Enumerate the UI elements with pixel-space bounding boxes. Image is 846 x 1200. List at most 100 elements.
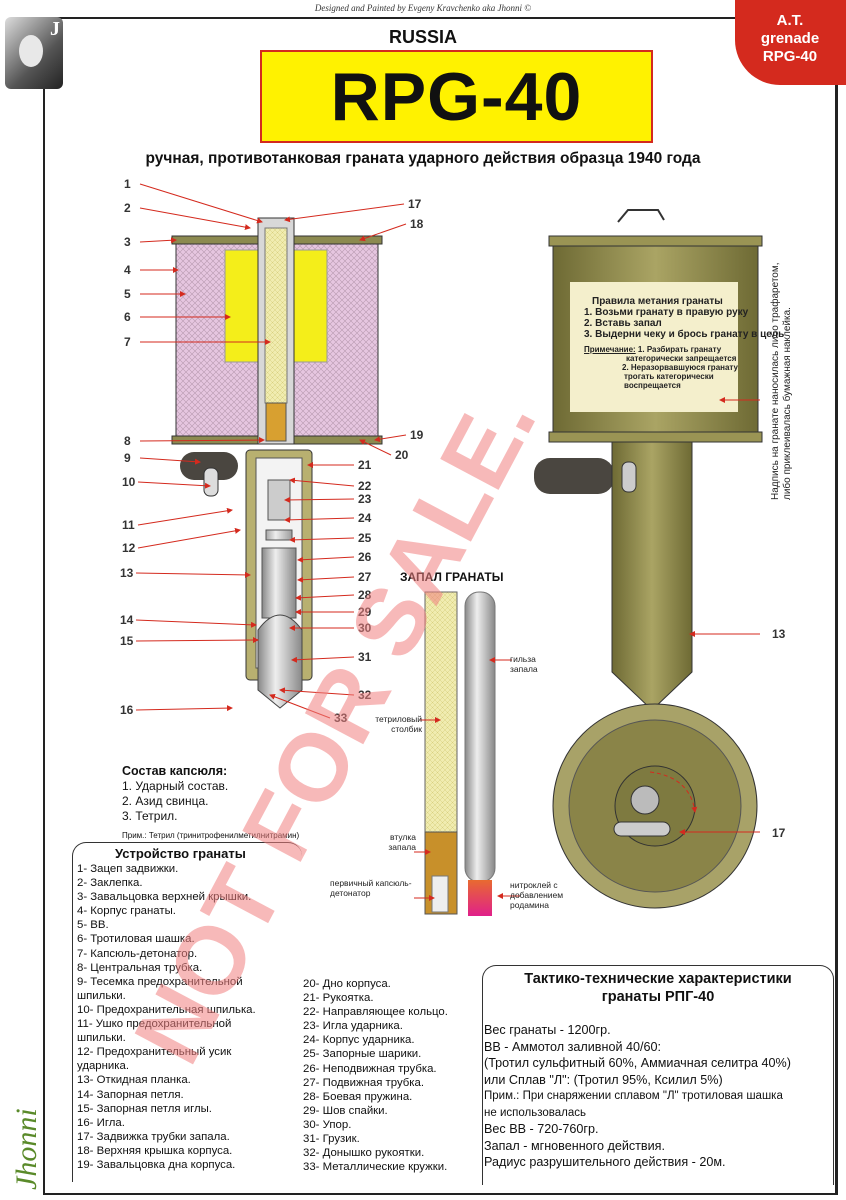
instruction-rule: 2. Вставь запал <box>584 318 662 329</box>
vertical-note: Надпись на гранате наносилась либо трафа… <box>770 260 810 500</box>
callout-number: 7 <box>124 335 131 349</box>
vertical-note-line: Надпись на гранате наносилась либо трафа… <box>770 262 781 500</box>
credit-line: Designed and Painted by Evgeny Kravchenk… <box>314 3 532 13</box>
list-item: шпильки. <box>77 989 126 1002</box>
list-item: Вес ВВ - 720-760гр. <box>484 1122 599 1136</box>
list-item: или Сплав "Л": (Тротил 95%, Ксилил 5%) <box>484 1072 723 1087</box>
callout-number: 13 <box>120 566 134 580</box>
device-box <box>72 842 302 1182</box>
fuze-label-primer: первичный капсюль-детонатор <box>330 878 412 898</box>
side-callout-13: 13 <box>772 627 786 641</box>
callout-leader <box>295 594 355 601</box>
callout-leader <box>284 516 355 523</box>
list-item: Запал - мгновенного действия. <box>484 1138 665 1153</box>
list-item: (Тротил сульфитный 60%, Аммиачная селитр… <box>484 1056 791 1070</box>
list-item: 21- Рукоятка. <box>303 992 374 1005</box>
list-item: 18- Верхняя крышка корпуса. <box>77 1144 233 1157</box>
callout-number: 22 <box>358 479 372 493</box>
device-title: Устройство гранаты <box>115 846 246 861</box>
list-item: Вес гранаты - 1200гр. <box>484 1023 611 1037</box>
list-item: Прим.: При снаряжении сплавом "Л" тротил… <box>484 1090 783 1102</box>
callout-number: 17 <box>408 197 422 211</box>
callout-number: 10 <box>122 475 136 489</box>
specs-title-line: гранаты РПГ-40 <box>601 989 715 1005</box>
list-item: 26- Неподвижная трубка. <box>303 1062 437 1075</box>
callout-leader <box>269 693 331 719</box>
list-item: ВВ - Аммотол заливной 40/60: <box>484 1039 661 1054</box>
list-item: 17- Задвижка трубки запала. <box>77 1130 230 1143</box>
list-item: 3- Завальцовка верхней крышки. <box>77 891 252 904</box>
fuze-label-bushing: втулка запала <box>388 832 416 852</box>
specs-title: Тактико-технические характеристики грана… <box>482 970 834 1006</box>
list-item: 8- Центральная трубка. <box>77 961 203 974</box>
callout-number: 16 <box>120 703 134 717</box>
callout-number: 14 <box>120 613 134 627</box>
capsule-item: 3. Тетрил. <box>122 809 178 823</box>
callout-leader <box>289 536 355 543</box>
list-item: 5- ВВ. <box>77 919 109 932</box>
callout-number: 2 <box>124 201 131 215</box>
list-item: 19- Завальцовка дна корпуса. <box>77 1158 236 1171</box>
list-item: 24- Корпус ударника. <box>303 1034 415 1047</box>
capsule-composition: Состав капсюля: 1. Ударный состав. 2. Аз… <box>122 764 299 843</box>
list-item: 29- Шов спайки. <box>303 1104 388 1117</box>
callout-leader <box>135 705 233 712</box>
specs-box <box>482 965 834 1185</box>
section-view <box>171 217 383 709</box>
list-item: 30- Упор. <box>303 1118 352 1131</box>
list-item: 7- Капсюль-детонатор. <box>77 947 198 960</box>
callout-number: 29 <box>358 605 372 619</box>
instruction-rule: 1. Возьми гранату в правую руку <box>584 307 749 318</box>
author-photo: J <box>5 17 63 89</box>
callout-leader <box>297 556 355 563</box>
fuze-label-sleeve: гильза запала <box>510 654 538 674</box>
device-list-2: 20- Дно корпуса.21- Рукоятка.22- Направл… <box>303 977 483 1174</box>
note-line: трогать категорически <box>624 372 714 381</box>
list-item: ударника. <box>77 1060 130 1073</box>
capsule-title: Состав капсюля: <box>122 764 228 778</box>
callout-number: 28 <box>358 588 372 602</box>
callout-number: 23 <box>358 492 372 506</box>
corner-line: A.T. <box>776 12 804 29</box>
callout-number: 18 <box>410 217 424 231</box>
fuze-label-nitro: нитроклей с добавлением родамина <box>510 880 564 910</box>
list-item: 25- Запорные шарики. <box>303 1048 422 1061</box>
instruction-rule: 3. Выдерни чеку и брось гранату в цель <box>584 329 785 340</box>
callout-number: 19 <box>410 428 424 442</box>
callout-number: 11 <box>122 518 135 532</box>
callout-leader <box>284 496 355 503</box>
corner-line: grenade <box>760 30 820 47</box>
callout-number: 20 <box>395 448 409 462</box>
list-item: шпильки. <box>77 1032 126 1045</box>
poster-frame <box>43 17 838 1195</box>
callout-number: 32 <box>358 688 372 702</box>
capsule-item: 1. Ударный состав. <box>122 779 229 793</box>
fuze-view <box>424 591 496 916</box>
callout-leader <box>137 481 211 489</box>
callout-leader <box>135 571 251 578</box>
callout-number: 12 <box>122 541 136 555</box>
list-item: 27- Подвижная трубка. <box>303 1076 425 1089</box>
callout-leader <box>135 619 257 628</box>
callout-leader <box>279 687 355 696</box>
callout-number: 1 <box>124 177 131 191</box>
page-title: RPG-40 <box>260 50 653 143</box>
capsule-item: 2. Азид свинца. <box>122 794 209 808</box>
callout-leader <box>291 656 355 663</box>
list-item: 28- Боевая пружина. <box>303 1090 413 1103</box>
callout-number: 24 <box>358 511 372 525</box>
specs-title-line: Тактико-технические характеристики <box>524 971 792 987</box>
callout-number: 9 <box>124 451 131 465</box>
fuze-title: ЗАПАЛ ГРАНАТЫ <box>400 570 504 584</box>
callout-leader <box>137 507 233 526</box>
list-item: 22- Направляющее кольцо. <box>303 1006 448 1019</box>
callout-leader <box>139 183 263 224</box>
list-item: не использовалась <box>484 1106 586 1119</box>
callout-number: 15 <box>120 634 134 648</box>
callout-leader <box>297 576 355 583</box>
callout-number: 8 <box>124 434 131 448</box>
leader-arrows <box>414 397 760 901</box>
callout-leader <box>289 477 355 487</box>
list-item: 1- Зацеп задвижки. <box>77 863 179 875</box>
note-line: воспрещается <box>624 381 681 390</box>
